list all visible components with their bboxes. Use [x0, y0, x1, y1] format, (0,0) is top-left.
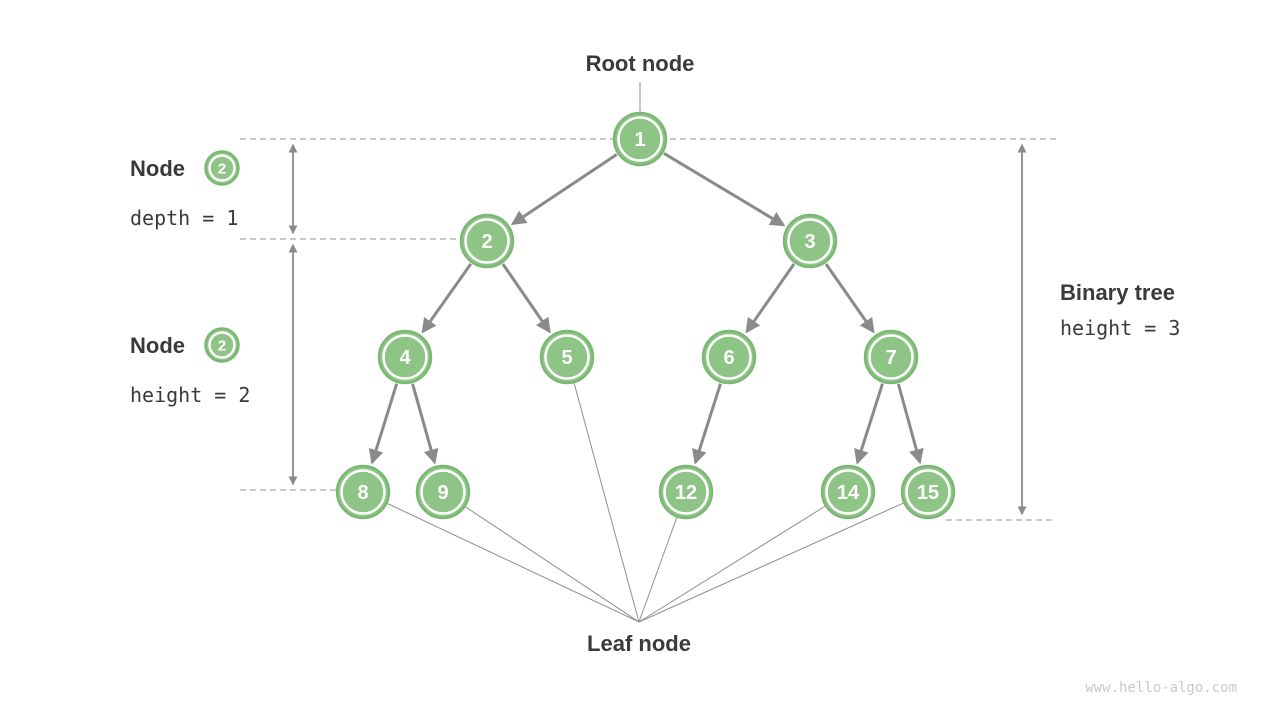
tree-edge-7-15: [896, 383, 924, 465]
tree-node-5: 5: [539, 329, 595, 385]
watermark-text: www.hello-algo.com: [1085, 680, 1237, 696]
node-ring-7: [868, 334, 914, 380]
node-value-4: 4: [399, 347, 411, 369]
tree-height-value: height = 3: [1060, 316, 1180, 340]
node-height-badge-value: 2: [218, 338, 226, 355]
node-circle-9: [415, 464, 471, 520]
tree-node-8: 8: [335, 464, 391, 520]
tree-height-annotation: Binary tree height = 3: [1060, 280, 1180, 340]
tree-edge-3-7: [824, 263, 875, 334]
node-value-12: 12: [675, 482, 697, 504]
tree-edge-7-14: [854, 383, 884, 465]
leaf-pointer-lines: [387, 382, 904, 623]
node-circle-8: [335, 464, 391, 520]
tree-node-1: 1: [612, 111, 668, 167]
node-ring-9: [420, 469, 466, 515]
leaf-pointer-line-8: [387, 503, 640, 623]
node-circle-1: [612, 111, 668, 167]
node-ring-2: [464, 218, 510, 264]
node-ring-5: [544, 334, 590, 380]
tree-edge-4-8: [368, 383, 399, 465]
tree-node-4: 4: [377, 329, 433, 385]
node-circle-6: [701, 329, 757, 385]
node-circle-12: [658, 464, 714, 520]
node-value-9: 9: [437, 482, 448, 504]
root-node-label: Root node: [586, 51, 695, 76]
leaf-pointer-line-14: [638, 505, 826, 623]
tree-edge-1-2: [510, 153, 618, 226]
node-ring-12: [663, 469, 709, 515]
node-circle-4: [377, 329, 433, 385]
measure-arrows: [288, 143, 1027, 516]
leaf-node-label: Leaf node: [587, 631, 691, 656]
node-circle-7: [863, 329, 919, 385]
node-depth-value: depth = 1: [130, 206, 238, 230]
node-depth-annotation: Node 2 depth = 1: [130, 150, 240, 230]
node-height-badge-ring: [208, 331, 236, 359]
node-value-14: 14: [837, 482, 860, 504]
node-ring-1: [617, 116, 663, 162]
node-height-title: Node: [130, 333, 185, 358]
leaf-pointer-line-15: [638, 502, 904, 623]
node-ring-15: [905, 469, 951, 515]
node-circle-3: [782, 213, 838, 269]
tree-edges: [368, 152, 924, 465]
node-ring-6: [706, 334, 752, 380]
node-circle-14: [820, 464, 876, 520]
node-depth-title: Node: [130, 156, 185, 181]
node-value-8: 8: [357, 482, 368, 504]
tree-node-15: 15: [900, 464, 956, 520]
node-height-value: height = 2: [130, 383, 250, 407]
tree-edge-2-4: [421, 262, 473, 334]
leaf-pointer-line-9: [465, 506, 640, 623]
node-depth-badge-value: 2: [218, 161, 226, 178]
node-circle-2: [459, 213, 515, 269]
node-value-6: 6: [723, 347, 734, 369]
node-value-7: 7: [885, 347, 896, 369]
tree-node-6: 6: [701, 329, 757, 385]
tree-node-2: 2: [459, 213, 515, 269]
tree-node-9: 9: [415, 464, 471, 520]
tree-node-14: 14: [820, 464, 876, 520]
tree-node-3: 3: [782, 213, 838, 269]
leaf-pointer-line-12: [638, 517, 678, 623]
tree-height-title: Binary tree: [1060, 280, 1175, 305]
tree-edge-6-12: [692, 383, 722, 465]
tree-edge-1-3: [663, 152, 786, 227]
node-ring-8: [340, 469, 386, 515]
node-ring-3: [787, 218, 833, 264]
node-ring-4: [382, 334, 428, 380]
node-ring-14: [825, 469, 871, 515]
leaf-pointer-line-5: [573, 382, 640, 623]
node-depth-badge-ring: [208, 154, 236, 182]
tree-edge-4-9: [411, 383, 439, 465]
node-circle-5: [539, 329, 595, 385]
tree-edge-2-5: [501, 263, 551, 334]
node-value-3: 3: [804, 231, 815, 253]
node-value-2: 2: [481, 231, 492, 253]
level-guides: [240, 138, 1056, 521]
tree-node-7: 7: [863, 329, 919, 385]
node-height-annotation: Node 2 height = 2: [130, 327, 250, 407]
node-circle-15: [900, 464, 956, 520]
node-value-15: 15: [917, 482, 939, 504]
node-value-1: 1: [634, 129, 645, 151]
tree-edge-3-6: [745, 263, 796, 334]
node-value-5: 5: [561, 347, 572, 369]
tree-node-12: 12: [658, 464, 714, 520]
